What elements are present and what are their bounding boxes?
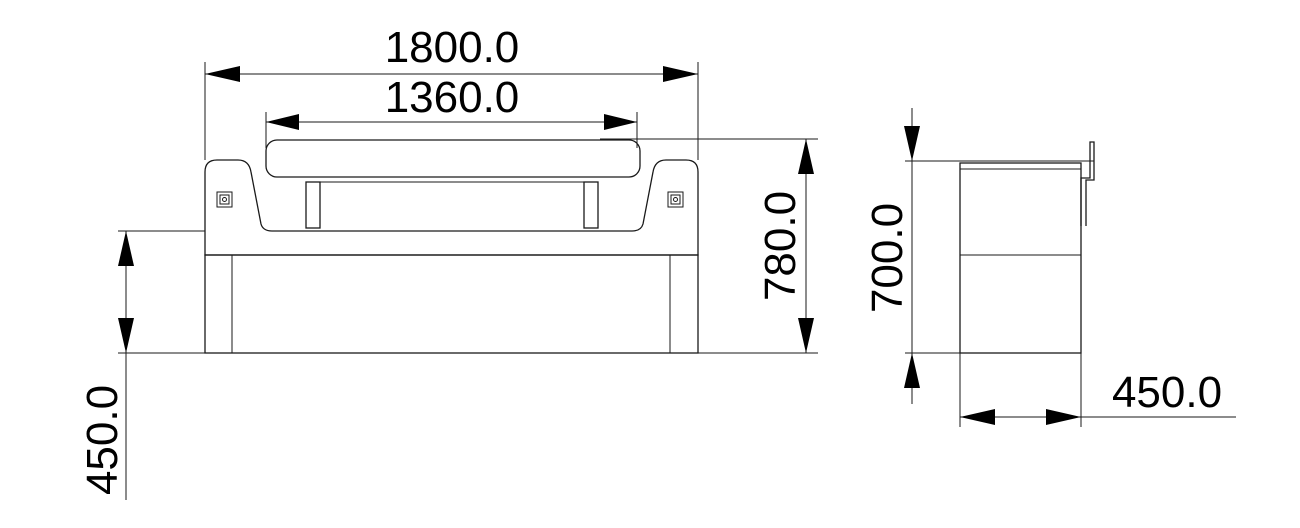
dim-side-height: 700.0 bbox=[863, 108, 920, 404]
front-seat-block bbox=[204, 254, 699, 354]
dim-overall-width: 1800.0 bbox=[204, 23, 699, 160]
front-left-support bbox=[305, 181, 321, 229]
dim-side-depth: 450.0 bbox=[959, 255, 1236, 427]
dim-overall-width-label: 1800.0 bbox=[385, 23, 520, 72]
dim-overall-height-label: 780.0 bbox=[756, 191, 805, 301]
dim-overall-height: 780.0 bbox=[600, 138, 818, 353]
front-backrest-outline bbox=[204, 159, 699, 256]
dim-seat-height: 450.0 bbox=[78, 230, 205, 500]
front-view bbox=[118, 139, 818, 354]
dim-side-depth-label: 450.0 bbox=[1112, 368, 1222, 417]
front-right-support bbox=[583, 181, 599, 229]
front-back-cushion bbox=[265, 139, 641, 178]
dim-inner-width: 1360.0 bbox=[265, 73, 638, 148]
side-backrest bbox=[1080, 141, 1095, 226]
dim-seat-height-label: 450.0 bbox=[78, 385, 127, 495]
dim-inner-width-label: 1360.0 bbox=[385, 73, 520, 122]
side-view bbox=[905, 141, 1095, 354]
left-badge-icon bbox=[216, 191, 233, 208]
side-body-outline bbox=[959, 162, 1082, 354]
right-badge-icon bbox=[667, 191, 684, 208]
dim-side-height-label: 700.0 bbox=[863, 203, 912, 313]
